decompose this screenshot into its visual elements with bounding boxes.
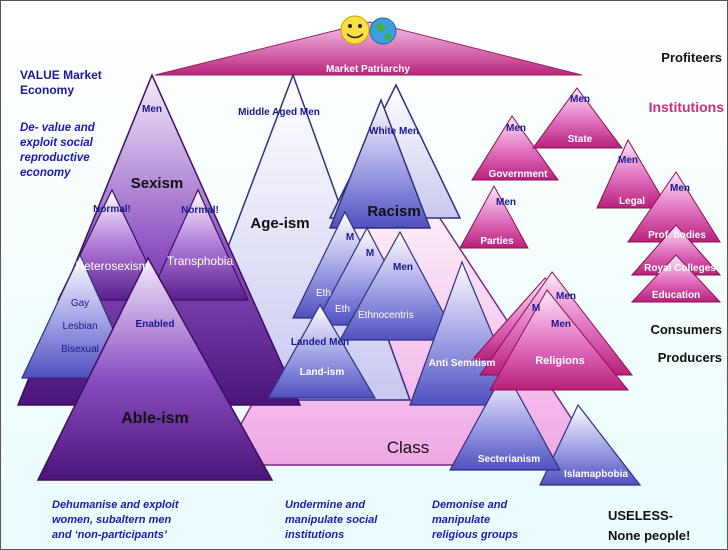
- smiley-icon: [340, 15, 370, 45]
- secterianism-triangle: [448, 368, 562, 471]
- parties-label: Parties: [480, 236, 514, 247]
- eth-label-2: Eth: [335, 304, 350, 315]
- ableism-triangle: [36, 256, 274, 481]
- enabled-label: Enabled: [136, 319, 175, 330]
- islamaphobia-triangle: [539, 403, 642, 486]
- legal-label: Legal: [619, 196, 645, 207]
- left-subheading-line-2: exploit social: [20, 137, 94, 149]
- caption-middle-line-1: Undermine and: [285, 499, 365, 511]
- religions-triangle: [489, 289, 630, 391]
- caption-right-line-2: manipulate: [432, 514, 490, 526]
- secterianism-label: Secterianism: [478, 454, 540, 465]
- white-men-label: White Men: [369, 126, 419, 137]
- landed-men-label: Landed Men: [291, 337, 349, 348]
- useless-label-line-2: None people!: [608, 528, 690, 543]
- legal-triangle: [596, 138, 669, 209]
- state-triangle: [532, 87, 623, 149]
- left-heading-line-2: Economy: [20, 83, 74, 97]
- men-rel2-label: Men: [551, 319, 571, 330]
- profiteers-label: Profiteers: [661, 50, 722, 65]
- consumers-label: Consumers: [650, 322, 722, 337]
- transphobia-label: Transphobia: [167, 254, 234, 268]
- men-prof-label: Men: [670, 183, 690, 194]
- left-subheading-line-1: De- value and: [20, 122, 96, 134]
- landism-triangle: [266, 303, 377, 399]
- men-rel1-label: Men: [556, 291, 576, 302]
- government-label: Government: [489, 169, 549, 180]
- middle-aged-men-label: Middle Aged Men: [238, 107, 320, 118]
- m-rel-label: M: [532, 303, 540, 314]
- racism-triangle: [328, 97, 432, 229]
- ethnocentrism-label: Ethnocentris: [358, 310, 414, 321]
- left-heading-line-1: VALUE Market: [20, 68, 102, 82]
- caption-middle-line-2: manipulate social: [285, 514, 378, 526]
- anti-semitism-label: Anti Semitism: [429, 358, 496, 369]
- producers-label: Producers: [658, 350, 722, 365]
- royal-colleges-label: Royal Colleges: [644, 263, 716, 274]
- men-sexism-label: Men: [142, 104, 162, 115]
- education-label: Education: [652, 290, 700, 301]
- institutions-label: Institutions: [649, 99, 725, 115]
- men-parties-label: Men: [496, 197, 516, 208]
- left-subheading-line-4: economy: [20, 167, 71, 179]
- men-state-label: Men: [570, 94, 590, 105]
- ethnocentrism-triangle: [338, 230, 460, 341]
- caption-left-line-3: and ‘non-participants’: [52, 529, 168, 541]
- islamaphobia-label: Islamapbobia: [564, 469, 628, 480]
- sexism-label: Sexism: [131, 175, 184, 192]
- ableism-label: Able-ism: [121, 410, 189, 427]
- lesbian-label: Lesbian: [62, 321, 97, 332]
- heterosexism-label: Heterosexism: [75, 259, 148, 273]
- class-label: Class: [387, 438, 430, 457]
- globe-icon: [369, 17, 397, 45]
- racism-label: Racism: [367, 203, 420, 220]
- caption-left-line-1: Dehumanise and exploit: [52, 499, 180, 511]
- caption-right-line-1: Demonise and: [432, 499, 507, 511]
- parties-triangle: [459, 184, 529, 249]
- gay-label: Gay: [71, 298, 89, 309]
- normal-label-2: Normal!: [181, 205, 219, 216]
- useless-label-line-1: USELESS-: [608, 508, 673, 523]
- caption-middle-line-3: institutions: [285, 529, 344, 541]
- roof-label: Market Patriarchy: [326, 64, 410, 75]
- eth-label-1: Eth: [316, 288, 331, 299]
- market-patriarchy-roof: [154, 21, 583, 76]
- men-legal-label: Men: [618, 155, 638, 166]
- state-label: State: [568, 134, 593, 145]
- men-ethno-label: Men: [393, 262, 413, 273]
- bisexual-label: Bisexual: [61, 344, 99, 355]
- men-government-label: Men: [506, 123, 526, 134]
- landism-label: Land-ism: [300, 367, 345, 378]
- ageism-label: Age-ism: [250, 215, 309, 232]
- religions-label: Religions: [535, 355, 585, 367]
- caption-right-line-3: religious groups: [432, 529, 518, 541]
- education-triangle: [630, 254, 722, 303]
- m-label-2: M: [366, 248, 374, 259]
- transphobia-triangle: [147, 188, 249, 301]
- m-label-1: M: [346, 232, 354, 243]
- left-subheading-line-3: reproductive: [20, 152, 90, 164]
- normal-label-1: Normal!: [93, 204, 131, 215]
- prof-bodies-label: Prof. bodies: [648, 230, 706, 241]
- caption-left-line-2: women, subaltern men: [52, 514, 171, 526]
